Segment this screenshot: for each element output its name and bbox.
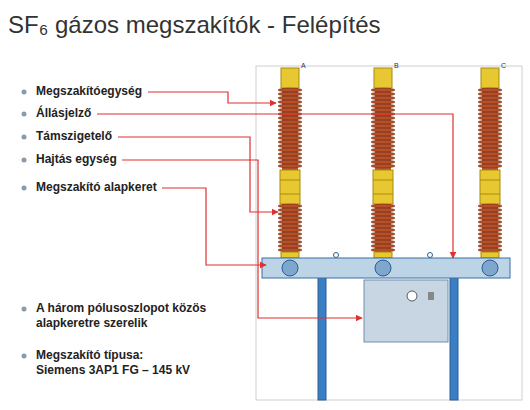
note-text: Megszakító típusa: Siemens 3AP1 FG – 145… <box>36 348 196 378</box>
leader-line <box>122 160 362 318</box>
pole-letter: C <box>501 62 506 71</box>
drive-cabinet <box>364 280 448 342</box>
leader-line <box>118 137 278 212</box>
leader-line <box>148 92 276 103</box>
base-frame <box>262 258 510 278</box>
indicator <box>428 292 434 300</box>
picture-frame <box>256 66 522 400</box>
part-label: Támszigetelő <box>36 129 112 144</box>
lifting-eye <box>334 253 339 258</box>
part-label: Hajtás egység <box>36 152 117 167</box>
part-label: Megszakító alapkeret <box>36 180 157 195</box>
part-label: Megszakítóegység <box>36 84 142 99</box>
bullet-dots <box>22 90 27 359</box>
gauge <box>407 291 417 301</box>
leader-line <box>162 188 266 265</box>
frame-knob <box>375 260 391 276</box>
support-leg <box>318 276 326 400</box>
frame-knob <box>282 260 298 276</box>
pole-column <box>478 68 502 258</box>
note-text: A három pólusoszlopot közös alapkeretre … <box>36 301 241 331</box>
slide-title: SF₆ gázos megszakítók - Felépítés <box>8 10 381 40</box>
pole-letter: B <box>394 62 399 71</box>
pole-letter: A <box>301 62 306 71</box>
pole-column <box>278 68 302 258</box>
support-leg <box>450 276 458 400</box>
pole-column <box>371 68 395 258</box>
frame-knob <box>482 260 498 276</box>
lifting-eye <box>428 253 433 258</box>
part-label: Állásjelző <box>36 106 91 121</box>
